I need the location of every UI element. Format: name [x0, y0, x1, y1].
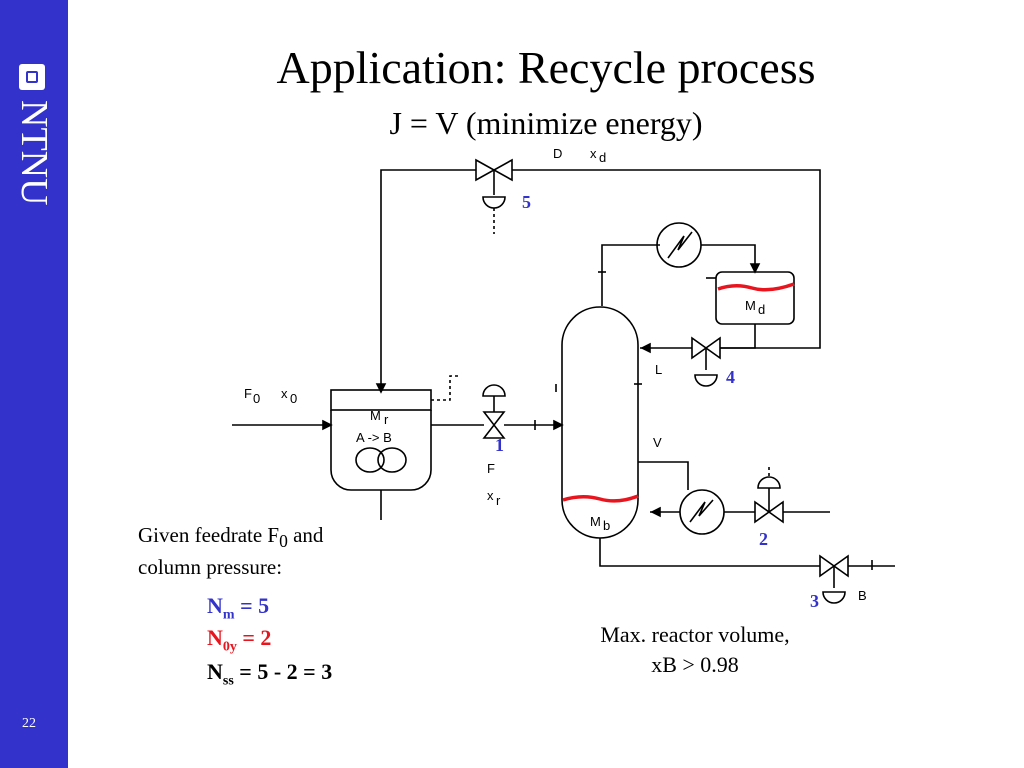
given-line1: Given feedrate F — [138, 523, 280, 547]
reactor — [330, 410, 432, 491]
label-xr-sub: r — [496, 493, 501, 508]
given-note: Given feedrate F0 and column pressure: — [138, 522, 323, 580]
constraint-line1: Max. reactor volume, — [600, 622, 790, 647]
label-xd: x — [590, 146, 597, 161]
equation-n0y: N0y = 2 — [207, 625, 272, 655]
constraint-line2: xB > 0.98 — [651, 652, 739, 677]
slide-title: Application: Recycle process — [276, 42, 816, 93]
equation-nss: Nss = 5 - 2 = 3 — [207, 659, 333, 689]
ntnu-logo-text: NTNU — [14, 100, 54, 206]
label-V: V — [653, 435, 662, 450]
drum-level-line — [717, 282, 795, 292]
label-xd-sub: d — [599, 150, 606, 165]
given-sub: 0 — [279, 531, 288, 552]
valve-number-3: 3 — [810, 591, 819, 611]
ntnu-logo-icon — [19, 64, 45, 90]
label-F: F — [487, 461, 495, 476]
equation-nm: Nm = 5 — [207, 593, 270, 623]
label-Mb-sub: b — [603, 518, 610, 533]
given-line1-end: and — [287, 523, 324, 547]
label-B: B — [858, 588, 867, 603]
distillate-line — [512, 169, 821, 349]
distillation-column — [561, 306, 639, 539]
label-x0-sub: 0 — [290, 391, 297, 406]
svg-text:NTNU: NTNU — [14, 100, 54, 206]
label-Md-sub: d — [758, 302, 765, 317]
label-Mr: M — [370, 408, 381, 423]
valve-number-2: 2 — [759, 529, 768, 549]
label-Mr-sub: r — [384, 412, 389, 427]
column-level-line — [562, 494, 639, 503]
condenser — [656, 222, 702, 268]
label-L: L — [655, 362, 662, 377]
recycle-line — [380, 169, 476, 390]
label-Mb: M — [590, 514, 601, 529]
sidebar: NTNU 22 — [0, 0, 68, 768]
label-D: D — [553, 146, 562, 161]
label-F0-sub: 0 — [253, 391, 260, 406]
label-Md: M — [745, 298, 756, 313]
constraint-note: Max. reactor volume, xB > 0.98 — [560, 620, 830, 680]
label-x0: x — [281, 386, 288, 401]
valve-number-5: 5 — [522, 192, 531, 212]
given-line2: column pressure: — [138, 555, 283, 580]
label-reaction: A -> B — [356, 430, 392, 445]
page-number: 22 — [22, 716, 36, 731]
slide-subtitle: J = V (minimize energy) — [389, 105, 703, 141]
label-xr: x — [487, 488, 494, 503]
label-F0: F — [244, 386, 252, 401]
valve-number-1: 1 — [495, 435, 504, 455]
valve-number-4: 4 — [726, 367, 735, 387]
